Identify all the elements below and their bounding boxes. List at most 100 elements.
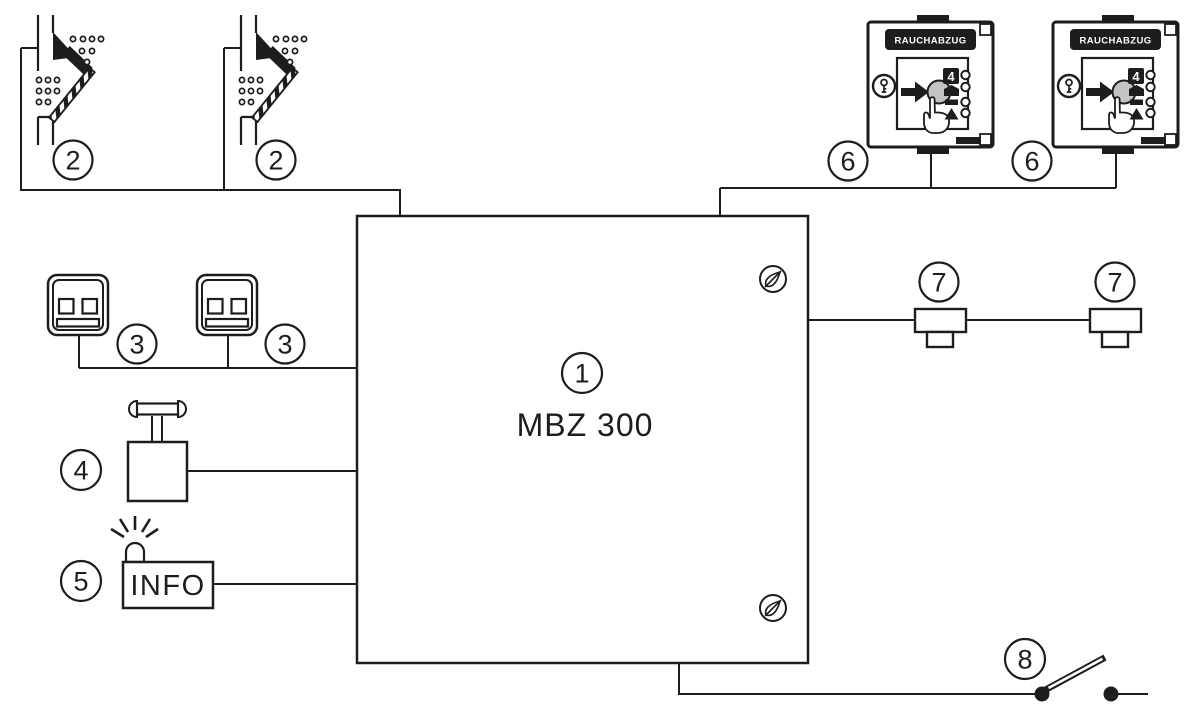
callout-rwa-panel-2: 6 xyxy=(1011,140,1053,182)
callout-info-display: 5 xyxy=(59,559,103,603)
callouts: 2 2 3 3 4 5 6 6 xyxy=(52,139,1136,681)
beacon-rays-icon xyxy=(110,516,159,539)
callout-number-3: 3 xyxy=(277,330,292,360)
panel-corner-notch-top xyxy=(1164,23,1177,36)
callout-junction-1: 7 xyxy=(918,261,960,303)
pointing-hand-icon xyxy=(1108,96,1136,134)
junction-body xyxy=(913,307,968,334)
panel-label-strip xyxy=(1141,137,1166,144)
wire-power-switch xyxy=(678,663,1042,695)
callout-power-switch: 8 xyxy=(1003,637,1047,681)
info-box xyxy=(121,560,215,610)
indicator-number: 4 xyxy=(1132,69,1140,84)
info-display: INFO xyxy=(110,516,215,610)
wiring xyxy=(20,47,1117,695)
callout-junction-2: 7 xyxy=(1094,261,1136,303)
indicator-4-block xyxy=(943,68,959,84)
smoke-extraction-panel-2: RAUCHABZUG 4 xyxy=(1051,15,1180,154)
beacon-dome-icon xyxy=(124,541,146,564)
led-indicators xyxy=(960,69,971,119)
panel-bottom-tab xyxy=(1102,144,1134,154)
ventilation-switch-icon-1 xyxy=(46,273,110,368)
switch-contact-left xyxy=(1034,686,1050,702)
callout-circle xyxy=(560,351,604,395)
panel-top-tab xyxy=(917,15,949,25)
callout-number-7: 7 xyxy=(1107,268,1122,298)
rotary-symbol-bottom-icon xyxy=(759,594,787,622)
switch-inner-frame xyxy=(52,279,104,331)
switch-button-left xyxy=(57,297,75,315)
press-arrow-icon xyxy=(901,81,929,103)
callout-number-6: 6 xyxy=(840,147,855,177)
indicator-triangle-icon xyxy=(1129,108,1144,120)
callout-number-2: 2 xyxy=(65,146,80,176)
callout-key-switch: 4 xyxy=(59,448,103,492)
rotary-symbol-top-icon xyxy=(759,265,787,293)
panel-header-label: RAUCHABZUG xyxy=(1079,36,1151,47)
indicator-column: 4 xyxy=(1128,68,1156,120)
panel-header xyxy=(885,29,976,50)
callout-rwa-panel-1: 6 xyxy=(827,140,869,182)
panel-bottom-tab xyxy=(917,144,949,154)
panel-label-strip xyxy=(956,137,981,144)
switch-rocker-bar xyxy=(55,317,101,328)
callout-number-1: 1 xyxy=(574,359,589,389)
vent-flap xyxy=(47,66,96,124)
callout-number-3: 3 xyxy=(129,330,144,360)
central-control-unit: 1 MBZ 300 xyxy=(355,214,810,665)
callout-vent-switch-1: 3 xyxy=(116,323,158,365)
callout-number-8: 8 xyxy=(1017,645,1032,675)
callout-number-7: 7 xyxy=(931,268,946,298)
power-switch-icon xyxy=(1034,654,1148,702)
central-unit-model-label: MBZ 300 xyxy=(517,407,654,443)
key-handle-left-cap xyxy=(128,399,138,419)
callout-central-unit: 1 xyxy=(560,351,604,395)
callout-number-5: 5 xyxy=(73,567,88,597)
indicator-column: 4 xyxy=(943,68,971,120)
vent-flow-arrow-shaft xyxy=(62,46,93,76)
callout-number-6: 6 xyxy=(1024,147,1039,177)
key-lock-icon xyxy=(1056,73,1082,99)
key-switch-icon xyxy=(126,399,189,503)
smoke-vent-icon-2 xyxy=(239,15,306,145)
indicator-bar-icon xyxy=(1130,99,1143,105)
junction-box-icon-2 xyxy=(1088,307,1143,349)
switch-contact-right xyxy=(1103,686,1119,702)
wire-rwa-panels-bus xyxy=(719,154,1117,216)
smoke-vent-icon-1 xyxy=(35,15,105,145)
key-handle-bar xyxy=(135,402,180,416)
indicator-bar-icon xyxy=(945,99,958,105)
key-switch-body xyxy=(126,440,189,503)
vent-duct xyxy=(36,15,55,145)
indicator-4-block xyxy=(1128,68,1144,84)
callout-smoke-vent-1: 2 xyxy=(52,139,94,181)
callout-number-2: 2 xyxy=(268,146,283,176)
junction-box-icon-1 xyxy=(913,307,968,349)
panel-top-tab xyxy=(1102,15,1134,25)
indicator-number: 4 xyxy=(947,69,955,84)
key-stem xyxy=(151,416,163,442)
ventilation-switch-icon-2 xyxy=(195,273,259,370)
smoke-extraction-panel-1: RAUCHABZUG 4 xyxy=(866,15,995,154)
switch-lever-inner xyxy=(1047,657,1104,690)
callout-number-4: 4 xyxy=(73,456,88,486)
press-arrow-icon xyxy=(1086,81,1114,103)
panel-header xyxy=(1070,29,1161,50)
key-lock-icon xyxy=(871,73,897,99)
panel-corner-notch-bottom xyxy=(1164,133,1177,146)
callout-vent-switch-2: 3 xyxy=(264,323,306,365)
pointing-hand-icon xyxy=(923,96,951,134)
junction-foot xyxy=(925,330,955,349)
wire-smoke-vents-bus xyxy=(20,47,401,216)
indicator-house-icon xyxy=(944,85,959,96)
switch-button-right xyxy=(81,297,99,315)
panel-corner-notch-bottom xyxy=(979,133,992,146)
central-unit-box xyxy=(355,214,810,665)
panel-corner-notch-top xyxy=(979,23,992,36)
callout-smoke-vent-2: 2 xyxy=(255,139,297,181)
indicator-triangle-icon xyxy=(944,108,959,120)
panel-header-label: RAUCHABZUG xyxy=(894,36,966,47)
info-label: INFO xyxy=(130,570,205,602)
